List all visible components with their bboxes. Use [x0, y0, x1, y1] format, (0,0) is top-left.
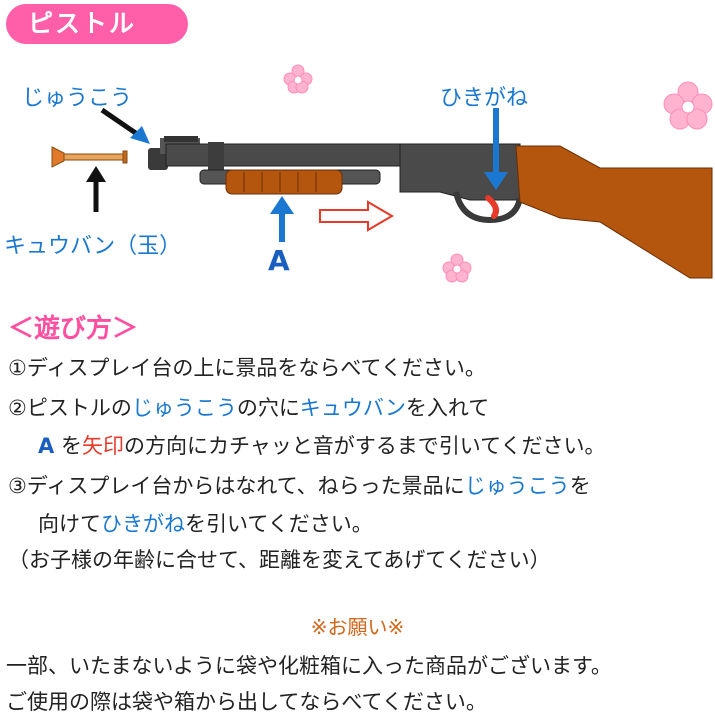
step-3: ③ディスプレイ台からはなれて、ねらった景品にじゅうこうを: [8, 470, 591, 500]
notice-line-1: 一部、いたまないように袋や化粧箱に入った商品がございます。: [6, 654, 612, 678]
step-2-text: の穴に: [236, 396, 300, 420]
label-a: A: [268, 244, 290, 277]
age-note: （お子様の年齢に合せて、距離を変えてあげてください）: [8, 548, 551, 572]
arrow-trigger: [484, 108, 508, 190]
step-2-text: を入れて: [405, 396, 490, 420]
step-2-line-2: A を矢印の方向にカチャッと音がするまで引いてください。: [38, 430, 605, 460]
step-2-a: A: [38, 434, 55, 458]
step-3-line-2: 向けてひきがねを引いてください。: [38, 508, 373, 538]
arrow-muzzle: [100, 107, 150, 144]
flower-icon: [663, 81, 713, 130]
step-2-text: の方向にカチャッと音がするまで引いてください。: [123, 434, 606, 458]
step-2: ②ピストルのじゅうこうの穴にキュウバンを入れて: [8, 392, 489, 422]
step-2-text: を: [54, 434, 82, 458]
step-3-trigger: ひきがね: [101, 512, 185, 536]
suction-dart: [51, 146, 128, 168]
direction-arrow: [319, 200, 394, 232]
gun-stock: [515, 145, 713, 279]
label-trigger: ひきがね: [440, 86, 529, 111]
arrow-dart: [86, 166, 106, 212]
step-2-sucker: キュウバン: [299, 396, 406, 420]
step-3-text: を引いてください。: [185, 512, 373, 536]
pistol-illustration: [51, 64, 713, 283]
step-2-text: ②ピストルの: [8, 396, 132, 420]
step-3-text: ③ディスプレイ台からはなれて、ねらった景品に: [8, 474, 465, 498]
flower-icon: [442, 253, 472, 283]
label-sucker: キュウバン（玉）: [4, 234, 182, 259]
howto-heading: ＜遊び方＞: [8, 314, 139, 344]
pump-grip: [225, 169, 343, 195]
flower-icon: [283, 64, 313, 94]
step-2-arrow-word: 矢印: [81, 434, 124, 458]
pistol-diagram: じゅうこう ひきがね キュウバン（玉） A: [0, 50, 715, 290]
page-title: ピストル: [6, 4, 188, 44]
step-1: ①ディスプレイ台の上に景品をならべてください。: [8, 356, 486, 380]
step-3-text: を: [569, 474, 591, 498]
notice-line-2: ご使用の際は袋や箱から出してならべてください。: [6, 690, 487, 714]
step-3-text: 向けて: [38, 512, 101, 536]
arrow-a: [270, 196, 294, 242]
step-3-muzzle: じゅうこう: [464, 474, 570, 498]
step-2-muzzle: じゅうこう: [131, 396, 237, 420]
notice-heading: ※お願い※: [310, 615, 405, 639]
label-muzzle: じゅうこう: [22, 86, 133, 111]
